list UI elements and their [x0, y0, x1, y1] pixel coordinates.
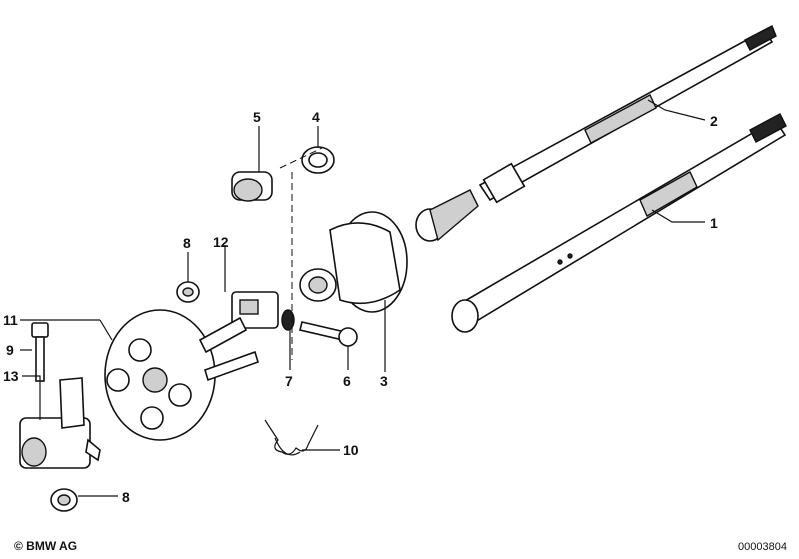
callout-2: 2	[710, 113, 718, 129]
callout-5: 5	[253, 109, 261, 125]
bushing-ring	[301, 146, 335, 174]
clamp-yoke	[19, 377, 101, 469]
callout-8-lower: 8	[122, 489, 130, 505]
callout-4: 4	[312, 109, 320, 125]
callout-10: 10	[343, 442, 359, 458]
lower-steering-shaft	[451, 113, 787, 333]
upper-steering-shaft	[415, 25, 777, 242]
nut-upper	[176, 281, 200, 303]
callout-9: 9	[6, 342, 14, 358]
callout-7: 7	[285, 373, 293, 389]
bolt-9	[31, 322, 49, 382]
leader-lines	[20, 99, 706, 497]
copyright-label: © BMW AG	[14, 539, 78, 553]
callout-11: 11	[3, 312, 18, 328]
callout-1: 1	[710, 215, 718, 231]
nut-lower	[50, 488, 78, 512]
bolt-6	[299, 321, 358, 347]
callout-13: 13	[3, 368, 19, 384]
callout-6: 6	[343, 373, 351, 389]
assembly-axis-2	[279, 147, 323, 169]
callout-12: 12	[213, 234, 229, 250]
flexible-coupling-disc	[104, 309, 259, 441]
bushing-sleeve	[231, 171, 273, 202]
callout-3: 3	[380, 373, 388, 389]
rubber-boot	[299, 211, 408, 313]
clamp	[231, 291, 279, 329]
toothed-washer	[281, 309, 295, 331]
callout-8-upper: 8	[183, 235, 191, 251]
diagram-code: 00003804	[738, 541, 787, 553]
